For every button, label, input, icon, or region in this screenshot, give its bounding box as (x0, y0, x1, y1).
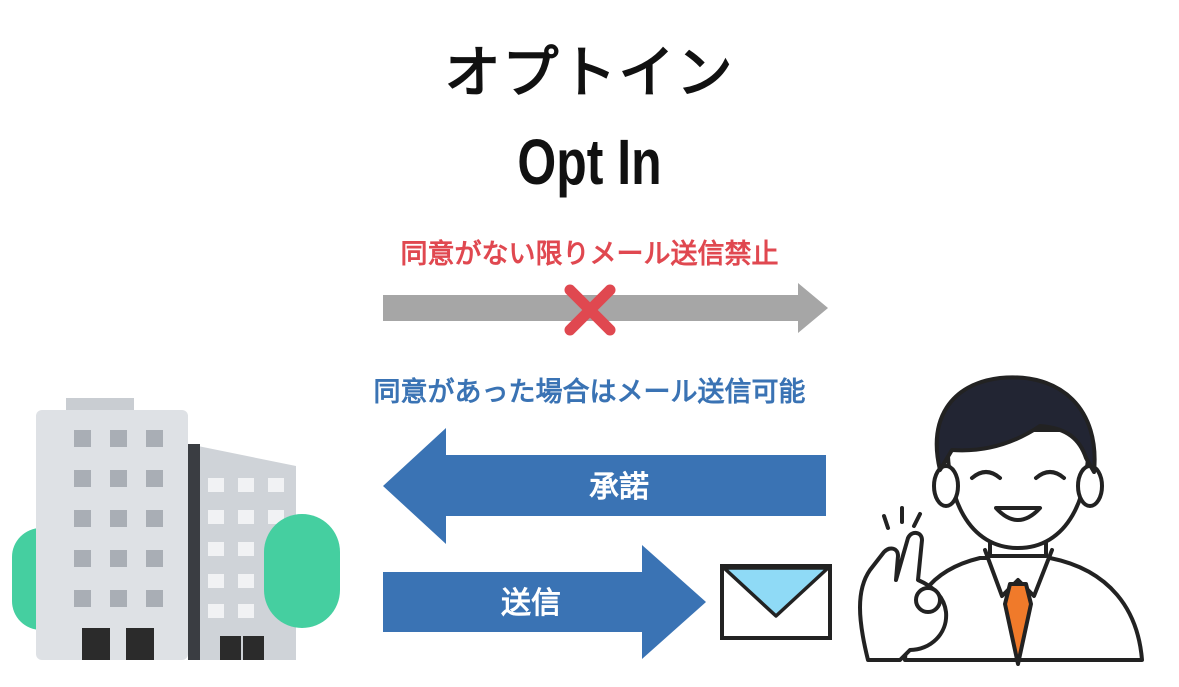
cross-mark-icon (564, 284, 616, 336)
envelope-icon (720, 564, 832, 640)
send-label: 送信 (501, 586, 561, 621)
allowed-caption: 同意があった場合はメール送信可能 (373, 377, 806, 408)
title-english: Opt In (517, 126, 662, 198)
title-japanese: オプトイン (444, 41, 735, 106)
blocked-arrow (383, 283, 828, 333)
blocked-caption: 同意がない限りメール送信禁止 (400, 239, 779, 270)
approve-label: 承諾 (589, 470, 649, 505)
businessman-ok-gesture-icon (858, 375, 1144, 666)
office-building-icon (12, 398, 340, 660)
approve-arrow (383, 428, 826, 544)
send-arrow (383, 545, 706, 659)
